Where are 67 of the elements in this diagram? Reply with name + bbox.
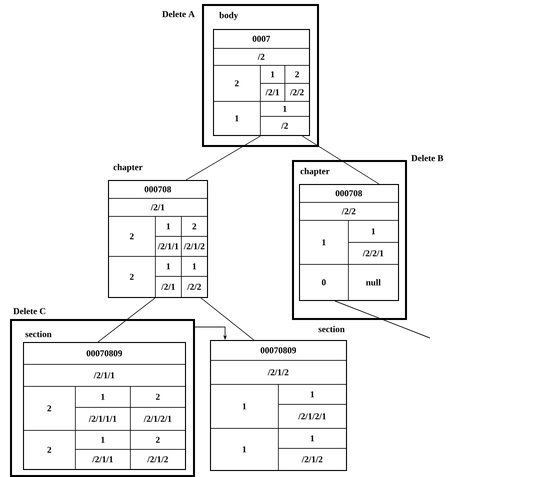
table-cell: 2 — [23, 430, 76, 470]
table-heading: chapter — [114, 164, 142, 172]
table-cell: /2/1 — [155, 276, 182, 298]
table-cell: 2 — [108, 216, 156, 257]
table-cell: 0007 — [213, 29, 310, 49]
table-cell: /2/2 — [284, 83, 310, 102]
table-cell: 2 — [23, 386, 76, 431]
table-cell: 1 — [210, 384, 279, 429]
table-cell: 1 — [348, 220, 399, 243]
connector — [334, 300, 430, 338]
table-cell: 1 — [75, 430, 131, 450]
table-cell: /2/1/2 — [210, 360, 347, 385]
table-cell: 1 — [213, 101, 261, 136]
frame-label: Delete B — [411, 154, 444, 162]
table-cell: /2/1/1 — [155, 236, 182, 257]
table-cell: /2/1/2/1 — [278, 404, 347, 429]
table-cell: 00070809 — [23, 342, 186, 365]
table-cell: 1 — [155, 216, 182, 237]
table-heading: body — [219, 12, 238, 20]
table-cell: 1 — [260, 65, 286, 84]
table-cell: 2 — [130, 430, 186, 450]
table-cell: /2/2 — [299, 202, 399, 221]
table-cell: 2 — [130, 386, 186, 408]
table-cell: null — [348, 264, 399, 301]
table-cell: /2 — [213, 48, 310, 66]
table-cell: 1 — [181, 256, 208, 277]
table-cell: 2 — [213, 65, 261, 102]
table-cell: /2/1/2 — [278, 448, 347, 471]
table-cell: 00070809 — [210, 340, 347, 361]
table-cell: /2/1/2/1 — [130, 407, 186, 431]
connector — [186, 136, 261, 180]
table-cell: /2/2 — [181, 276, 208, 298]
table — [299, 184, 399, 301]
frame-label: Delete A — [162, 10, 195, 18]
table-cell: 1 — [210, 428, 279, 471]
table-cell: 1 — [75, 386, 131, 408]
table — [210, 326, 347, 471]
table-cell: /2/1 — [108, 198, 208, 217]
table-cell: 1 — [278, 428, 347, 449]
table-cell: /2/1/1/1 — [75, 407, 131, 431]
table-cell: 0 — [299, 264, 349, 301]
table-cell: /2/1/2 — [181, 236, 208, 257]
connector — [98, 298, 156, 342]
table-cell: /2/1/2 — [130, 449, 186, 470]
table-heading: section — [25, 330, 52, 338]
frame-label: Delete C — [13, 308, 46, 314]
table — [23, 342, 186, 470]
table-cell: 1 — [155, 256, 182, 277]
table-cell: 2 — [108, 256, 156, 298]
table-cell: /2/1 — [260, 83, 286, 102]
table-cell: 2 — [284, 65, 310, 84]
table-heading: chapter — [300, 168, 330, 176]
table-cell: 000708 — [299, 184, 399, 203]
table-heading: section — [318, 326, 345, 332]
table-cell: 000708 — [108, 180, 208, 199]
table-cell: /2/2/1 — [348, 242, 399, 265]
table — [213, 29, 310, 136]
table-cell: 1 — [260, 101, 310, 117]
connector — [200, 298, 254, 340]
table-cell: 1 — [278, 384, 347, 405]
table-cell: 2 — [181, 216, 208, 237]
table-cell: 1 — [299, 220, 349, 265]
table — [108, 164, 208, 298]
table-cell: /2/1/1 — [75, 449, 131, 470]
connector — [302, 136, 380, 184]
table-cell: /2 — [260, 116, 310, 136]
table-cell: /2/1/1 — [23, 364, 186, 387]
